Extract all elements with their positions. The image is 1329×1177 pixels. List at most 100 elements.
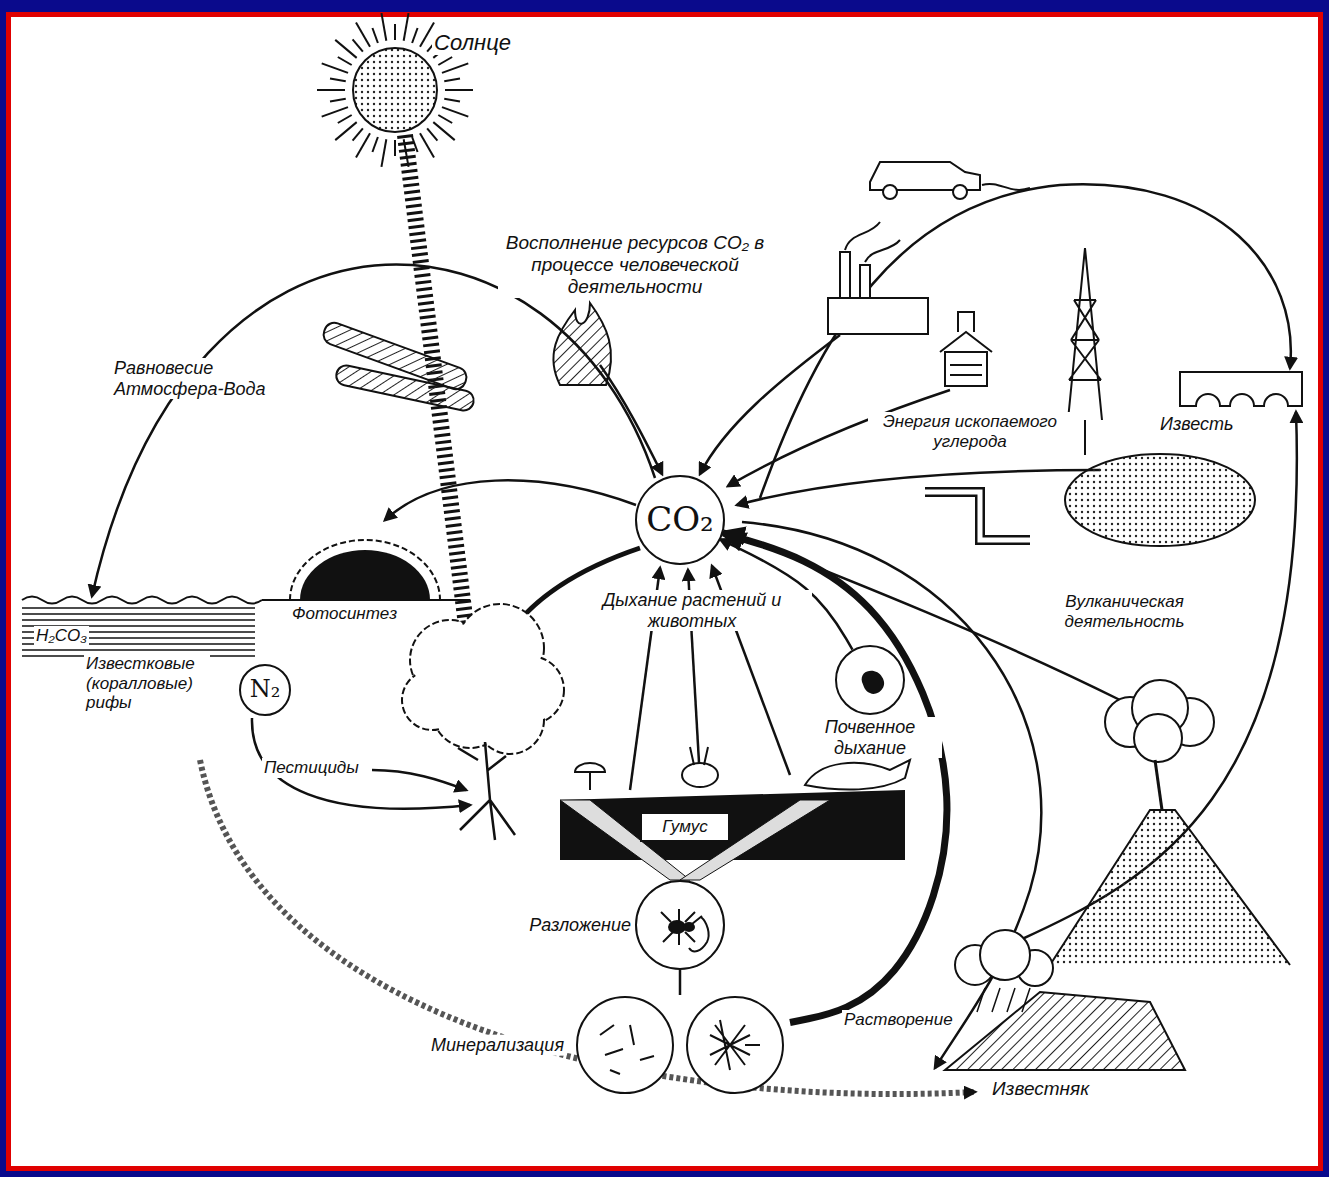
hill — [290, 540, 440, 600]
node-text: Почвенное дыхание — [798, 717, 942, 758]
sun-rays — [330, 79, 346, 82]
mineral-circles — [600, 1020, 760, 1074]
animals — [690, 747, 708, 765]
fossil-energy-label: Энергия ископаемого углерода — [868, 412, 1072, 451]
factory — [828, 298, 928, 334]
sun-rays — [394, 24, 396, 40]
sun-rays — [445, 89, 473, 91]
volcano — [1050, 680, 1290, 965]
soil-particle — [862, 671, 884, 694]
lime-bridge — [1180, 372, 1302, 406]
oil-derrick — [1068, 248, 1102, 455]
volcano — [1050, 810, 1290, 965]
water — [22, 597, 470, 657]
logs — [321, 320, 476, 412]
flow-arrow — [679, 970, 682, 995]
sun — [353, 48, 437, 132]
sun-rays — [444, 79, 460, 82]
sun-rays — [420, 133, 434, 157]
sun-rays — [335, 40, 356, 58]
sun-rays — [442, 107, 468, 117]
human-activity-label: Восполнение ресурсов CO₂ в процессе чело… — [498, 232, 772, 298]
sun-label: Солнце — [432, 30, 513, 55]
water-lines — [22, 608, 255, 656]
respiration-label: Дыхание растений и животных — [572, 590, 812, 631]
sun-rays — [372, 137, 377, 152]
limestone — [945, 992, 1185, 1070]
mineral-circles — [577, 997, 783, 1093]
tree-crown — [402, 604, 564, 754]
water-lines — [22, 649, 255, 651]
fire — [553, 303, 611, 385]
tree — [402, 604, 564, 840]
co2-circle: CO₂ — [635, 475, 725, 565]
mineral-circles — [687, 997, 783, 1093]
sun-rays — [338, 57, 352, 65]
cycle-arrows — [92, 184, 1297, 1094]
cycle-arrows — [760, 184, 1291, 498]
mine — [940, 312, 992, 375]
factory — [828, 222, 928, 334]
lime-label: Известь — [1158, 414, 1236, 435]
sun-rays — [438, 57, 452, 65]
soil — [560, 790, 905, 880]
logs — [334, 364, 475, 413]
mine — [940, 312, 992, 386]
sun-rays — [330, 99, 346, 102]
volcano — [1134, 714, 1182, 762]
tree-crown — [478, 688, 542, 752]
dissolution-label: Растворение — [842, 1010, 955, 1030]
ant-drawing — [637, 882, 727, 972]
node-text: N₂ — [250, 676, 281, 704]
water — [22, 597, 262, 604]
water-lines — [22, 619, 255, 621]
carbonic-acid-label: H₂CO₃ — [34, 626, 89, 646]
sun-rays — [338, 115, 352, 123]
sun-rays — [438, 115, 452, 123]
sun-rays — [335, 122, 356, 140]
sun-rays — [372, 28, 377, 43]
water-lines — [22, 607, 255, 609]
cycle-arrows — [92, 264, 655, 596]
coal-deposit — [1065, 454, 1255, 546]
sun-rays — [442, 63, 468, 73]
soil-respiration-circle: Почвенное дыхание — [835, 645, 905, 715]
mineral-circles — [577, 997, 673, 1093]
node-text: Разложение — [527, 915, 633, 936]
blob-drawing — [837, 647, 907, 717]
photosynthesis-label: Фотосинтез — [290, 604, 399, 624]
factory — [845, 222, 900, 262]
sun-rays — [433, 122, 454, 140]
pipeline — [925, 492, 1030, 540]
sun-rays — [317, 89, 345, 91]
humus-box: Гумус — [640, 812, 730, 842]
sun-rays — [356, 133, 370, 157]
decomposition-circle: Разложение — [635, 880, 725, 970]
node-text: Гумус — [662, 817, 707, 837]
coal-deposit — [1065, 454, 1255, 546]
pipeline — [925, 492, 1030, 540]
rain-cloud — [955, 930, 1053, 986]
animals — [575, 763, 605, 790]
sun-rays — [381, 13, 386, 41]
tree — [458, 742, 515, 840]
sun-rays — [444, 99, 460, 102]
sun-rays — [322, 63, 348, 73]
node-text: Минерализация — [429, 1035, 566, 1056]
sun-rays — [427, 128, 437, 140]
tree-crown — [404, 672, 460, 728]
cycle-arrows — [372, 770, 466, 790]
car — [870, 162, 1030, 199]
reef-label: Известковые (коралловые) рифы — [84, 654, 210, 713]
factory — [840, 252, 850, 298]
soil-insect — [661, 909, 709, 951]
rain-cloud — [980, 930, 1030, 980]
car — [982, 184, 1030, 190]
sun-rays — [394, 140, 396, 156]
lime-bridge — [1180, 372, 1302, 406]
sun-rays — [322, 107, 348, 117]
volcano — [1105, 680, 1214, 762]
cycle-arrows — [737, 470, 1100, 505]
